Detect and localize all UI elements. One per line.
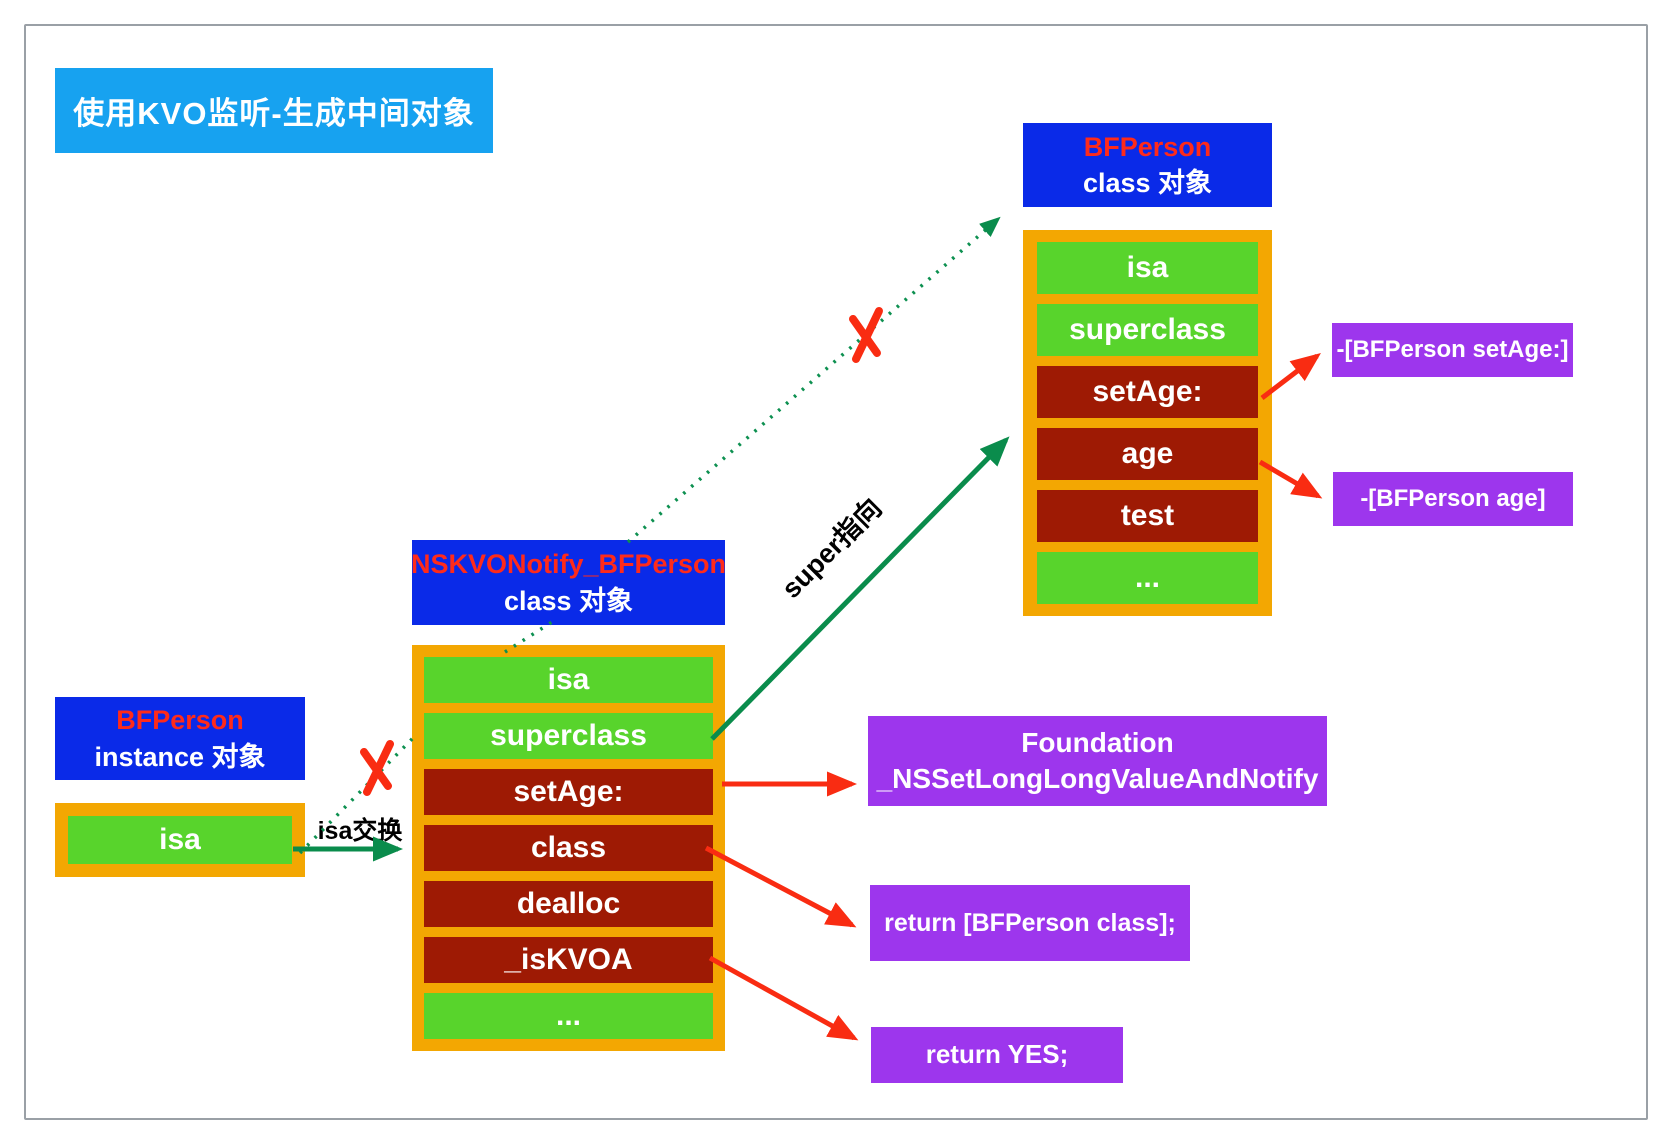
person-class-name: BFPerson <box>1083 131 1212 162</box>
note-return-yes: return YES; <box>871 1027 1123 1083</box>
table-row: isa <box>1037 242 1258 294</box>
note-return-class: return [BFPerson class]; <box>870 885 1190 961</box>
diagram-border <box>24 24 1648 1120</box>
table-row: ... <box>424 993 713 1039</box>
table-row: superclass <box>424 713 713 759</box>
bfperson-instance-table: isa <box>55 803 305 877</box>
foundation-line2: _NSSetLongLongValueAndNotify <box>876 763 1319 794</box>
table-row: age <box>1037 428 1258 480</box>
note-age-impl: -[BFPerson age] <box>1333 472 1573 526</box>
notify-type-label: class 对象 <box>503 585 634 616</box>
note-foundation-impl: Foundation _NSSetLongLongValueAndNotify <box>868 716 1327 806</box>
diagram-title: 使用KVO监听-生成中间对象 <box>55 68 493 153</box>
isa-swap-label: isa交换 <box>317 817 403 845</box>
table-row: ... <box>1037 552 1258 604</box>
bfperson-method-table: isa superclass setAge: age test... <box>1023 230 1272 616</box>
instance-class-name: BFPerson <box>116 705 244 736</box>
bfperson-instance-title-box: BFPerson instance 对象 <box>55 697 305 780</box>
table-row: isa <box>68 816 292 864</box>
table-row: _isKVOA <box>424 937 713 983</box>
person-type-label: class 对象 <box>1082 168 1213 198</box>
nskvonotify-class-title-box: NSKVONotify_BFPerson class 对象 <box>410 540 727 625</box>
table-row: test <box>1037 490 1258 542</box>
table-row: superclass <box>1037 304 1258 356</box>
table-row: setAge: <box>1037 366 1258 418</box>
note-setage-impl: -[BFPerson setAge:] <box>1332 323 1573 377</box>
instance-type-label: instance 对象 <box>94 741 266 772</box>
table-row: class <box>424 825 713 871</box>
nskvonotify-method-table: isa superclass setAge: class dealloc _isKVOA.… <box>412 645 725 1051</box>
table-row: isa <box>424 657 713 703</box>
table-row: setAge: <box>424 769 713 815</box>
notify-class-name: NSKVONotify_BFPerson <box>410 549 727 580</box>
bfperson-class-title-box: BFPerson class 对象 <box>1023 123 1272 207</box>
foundation-line1: Foundation <box>1021 726 1174 758</box>
table-row: dealloc <box>424 881 713 927</box>
